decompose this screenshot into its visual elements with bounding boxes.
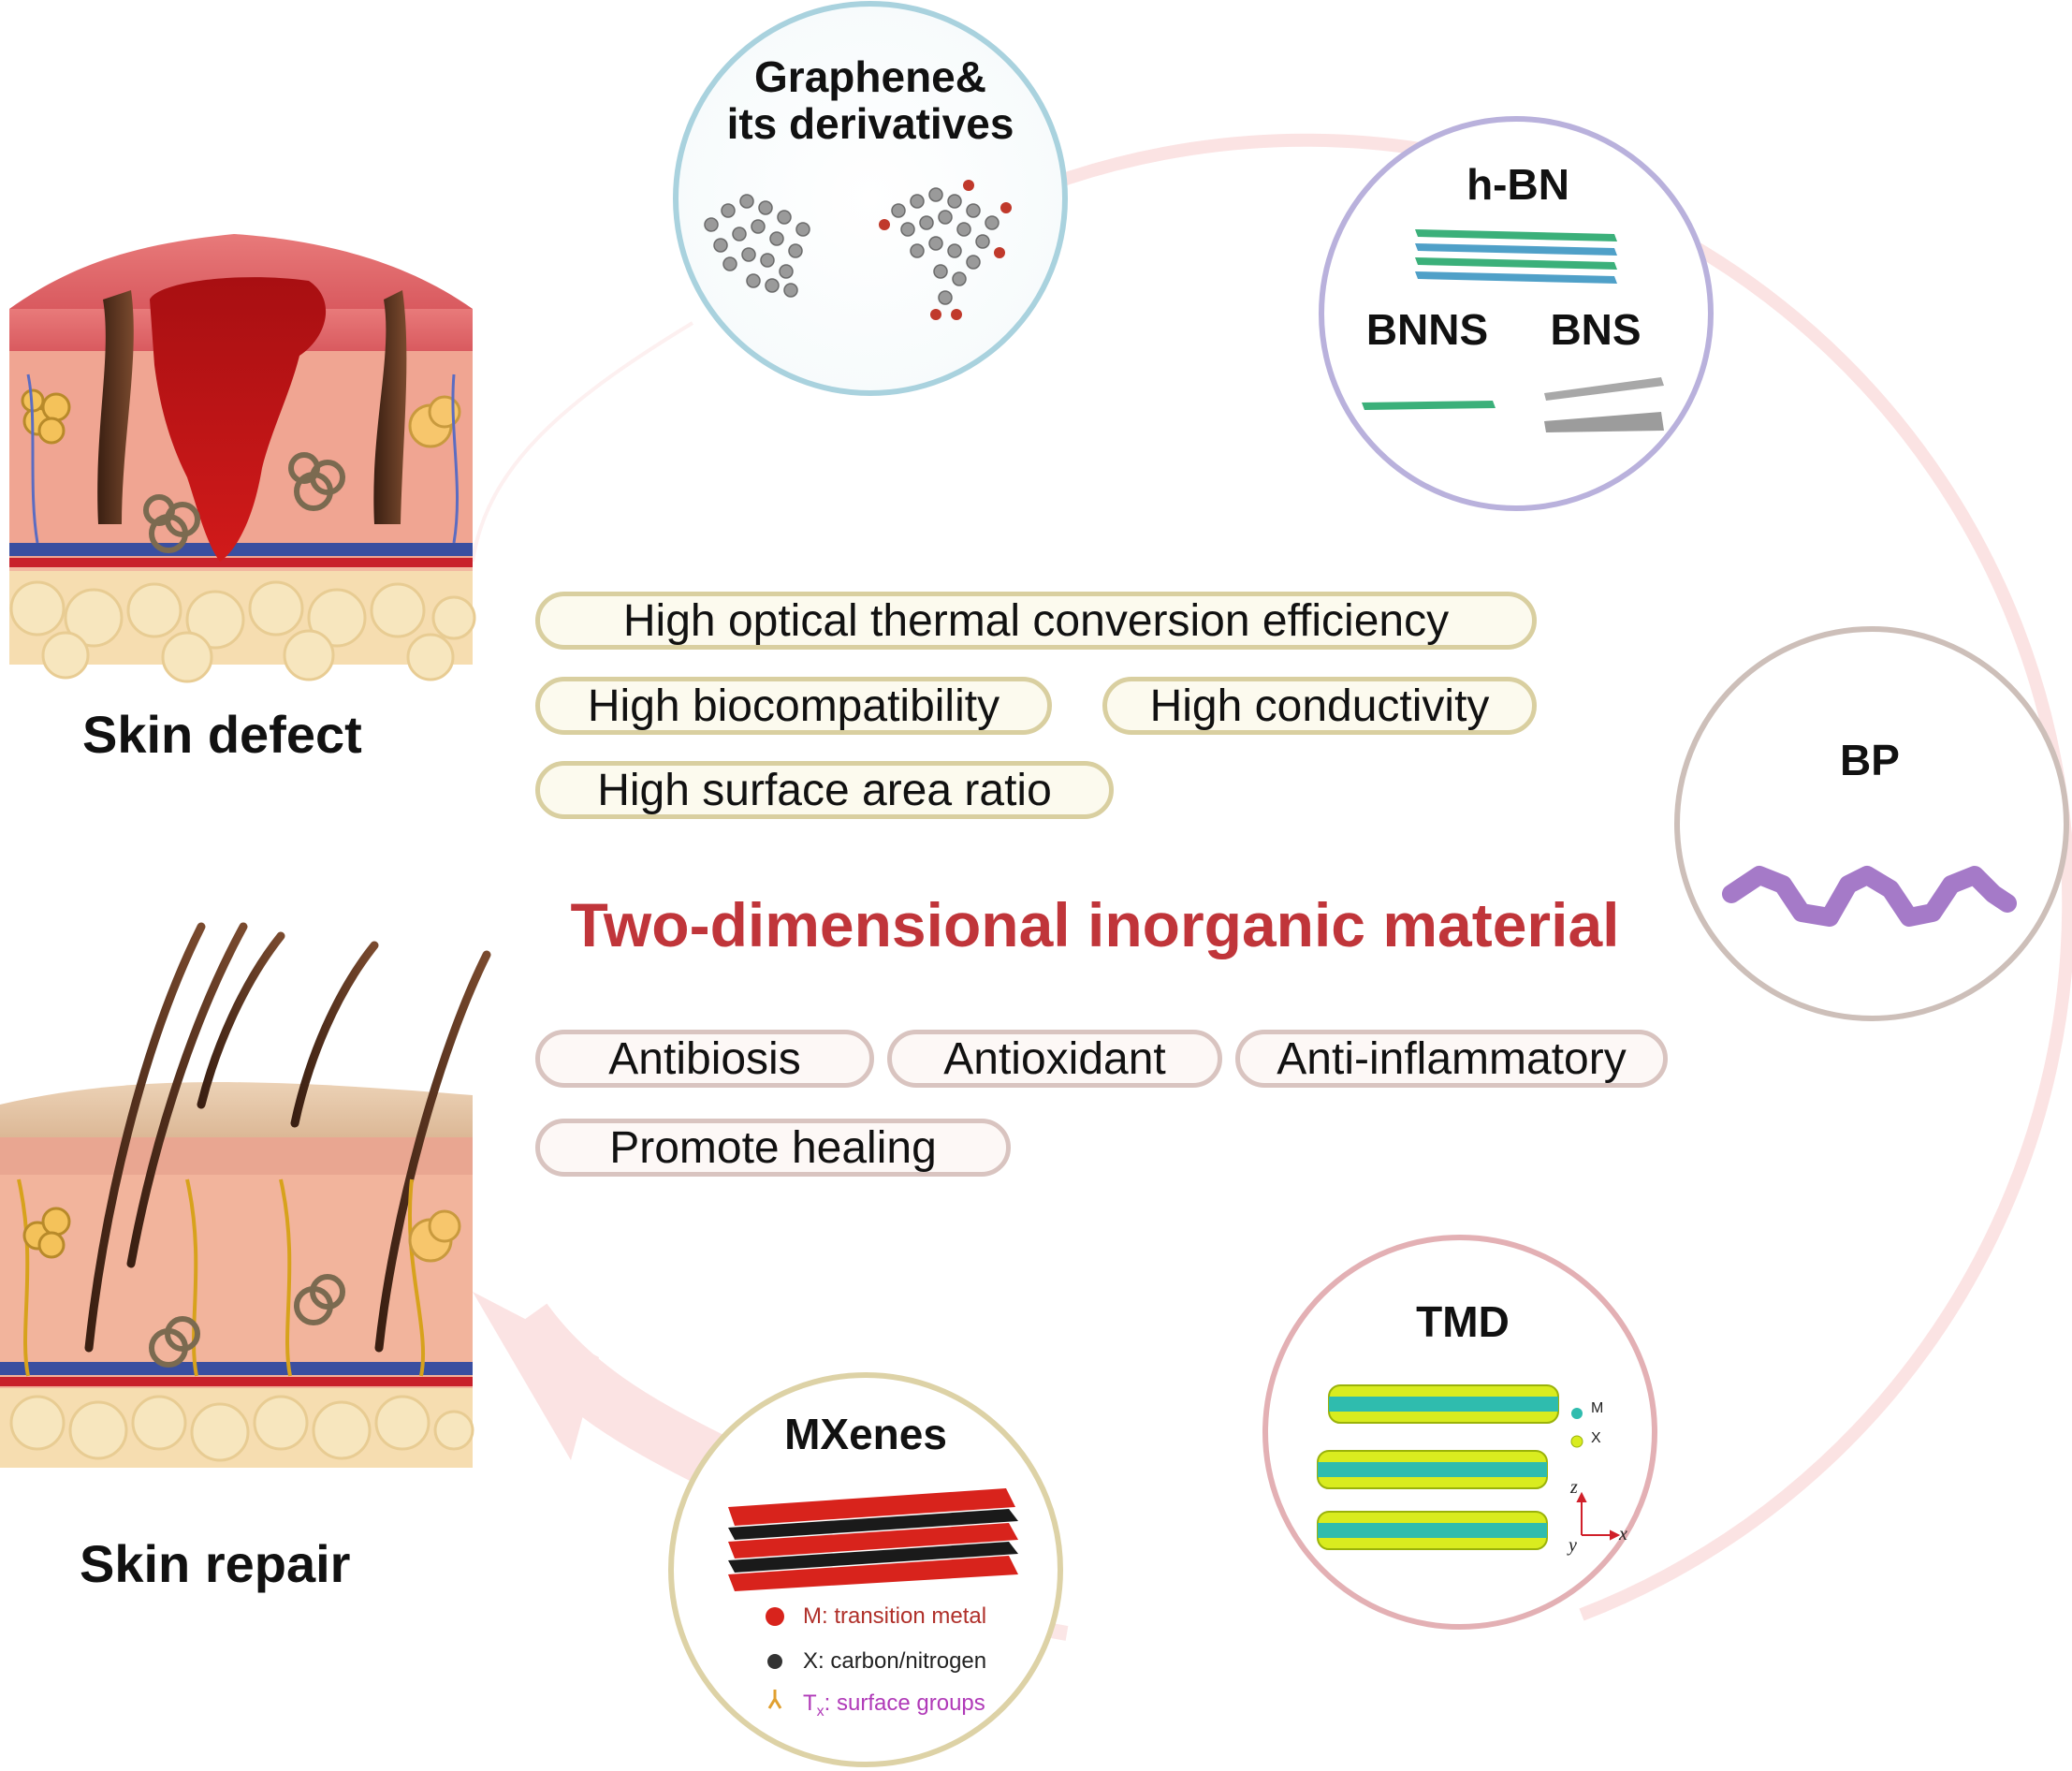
skin-repair-illustration [0,922,491,1468]
bns-sheet-icon [1544,377,1664,401]
property-biocompatibility: High biocompatibility [535,677,1052,735]
graphene-structure-icon [704,194,810,298]
bp-circle [1674,626,2069,1021]
mxenes-legend-x: X: carbon/nitrogen [803,1648,987,1674]
mxenes-legend-m: M: transition metal [803,1603,987,1629]
graphene-title-line2: its derivatives [726,99,1014,148]
skin-defect-illustration [9,234,476,683]
tmd-legend-m: M [1591,1400,1604,1416]
tmd-axis-x: x [1619,1524,1627,1544]
effect-antioxidant: Antioxidant [887,1030,1222,1088]
mxenes-title: MXenes [784,1410,947,1458]
graphene-circle [673,1,1068,396]
mxenes-legend-t-suffix: : surface groups [824,1690,985,1716]
tmd-axes-icon [1576,1491,1621,1541]
hbn-circle-border [1319,116,1714,511]
mxenes-layers-icon [728,1488,1018,1591]
tmd-title: TMD [1416,1297,1510,1346]
property-conductivity: High conductivity [1102,677,1537,735]
mxenes-legend-t: Tx: surface groups [803,1690,985,1720]
graphene-oxide-structure-icon [879,180,1012,320]
tmd-axis-z: z [1570,1477,1578,1498]
bns-label: BNS [1550,305,1642,354]
bnns-label: BNNS [1365,305,1489,354]
tmd-circle [1262,1235,1657,1630]
graphene-circle-border [673,1,1068,396]
tmd-legend-x-dot [1570,1435,1583,1448]
tmd-legend-x: X [1591,1430,1601,1446]
property-surface-area: High surface area ratio [535,761,1114,819]
hbn-circle [1319,116,1714,511]
effect-antibiosis: Antibiosis [535,1030,874,1088]
tmd-layers-icon [1317,1384,1559,1550]
skin-defect-label: Skin defect [82,705,362,764]
graphene-title-line1: Graphene& [754,52,986,101]
mxenes-legend-x-dot [767,1654,782,1669]
bp-structure-icon [1722,866,2017,927]
skin-repair-label: Skin repair [80,1534,351,1593]
hbn-title: h-BN [1466,160,1569,209]
property-optical-thermal: High optical thermal conversion efficien… [535,592,1537,650]
mxenes-legend-t-icon [767,1690,782,1709]
mxenes-legend-m-dot [766,1607,784,1626]
hbn-layers-icon [1415,229,1617,284]
bnns-sheet-icon [1362,401,1496,410]
mxenes-legend-t-prefix: T [803,1690,817,1716]
bp-circle-border [1674,626,2069,1021]
mxenes-circle [668,1372,1063,1767]
effect-promote-healing: Promote healing [535,1119,1011,1177]
tmd-legend-m-dot [1571,1408,1583,1419]
center-title: Two-dimensional inorganic material [570,890,1620,959]
effect-anti-inflammatory: Anti-inflammatory [1235,1030,1668,1088]
bp-title: BP [1840,736,1900,784]
mxenes-legend-t-sub: x [816,1703,824,1720]
tmd-axis-y: y [1569,1535,1577,1556]
